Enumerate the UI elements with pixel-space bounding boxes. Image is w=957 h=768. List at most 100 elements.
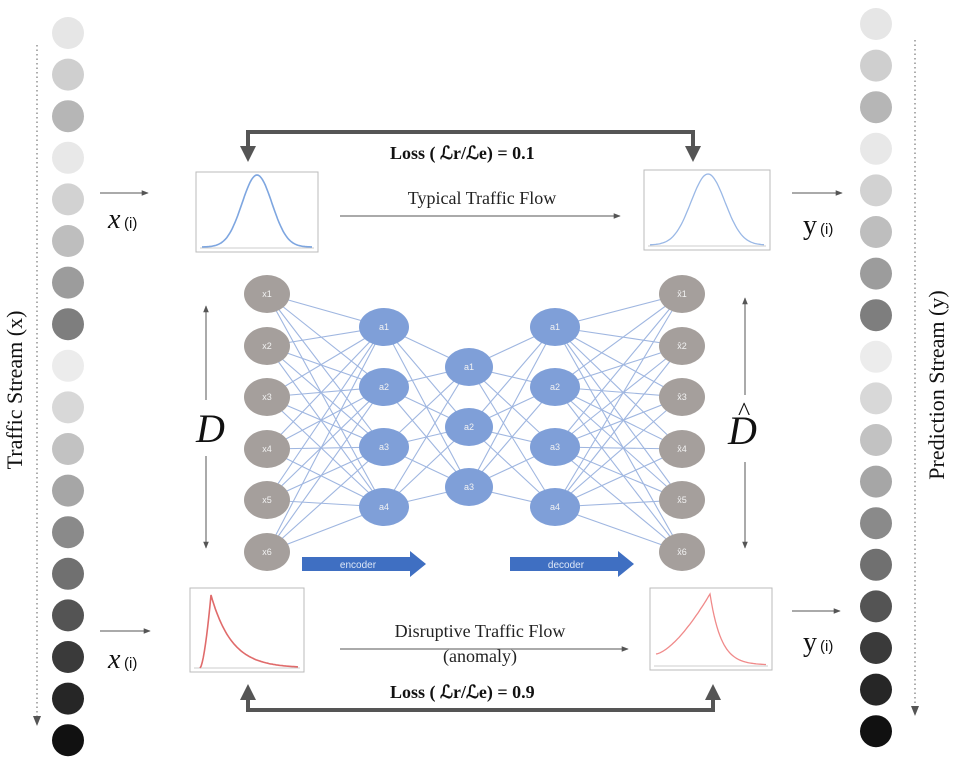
input-node-label-5: x5	[262, 495, 272, 505]
bottom-loss-left-arrowhead	[240, 684, 256, 700]
decoder-hidden-node-label-4: a4	[550, 502, 560, 512]
traffic-stream-circle-15	[52, 599, 84, 632]
svg-text:(i): (i)	[124, 215, 137, 232]
prediction-stream-circle-18	[860, 715, 892, 748]
input-node-4	[244, 430, 290, 468]
output-node-label-5: x̂5	[677, 495, 687, 505]
decoder-hidden-node-label-1: a1	[550, 322, 560, 332]
edge-l0-5-2	[266, 446, 385, 553]
encoder-hidden-node-label-1: a1	[379, 322, 389, 332]
decoder-hidden-node-1	[530, 308, 580, 346]
traffic-stream-circle-12	[52, 474, 84, 507]
input-typical-distribution	[195, 171, 319, 253]
traffic-stream-circle-10	[52, 391, 84, 424]
edge-l0-3-0	[266, 326, 385, 450]
traffic-stream-circle-16	[52, 641, 84, 673]
output-node-5	[659, 481, 705, 519]
prediction-stream-circles	[860, 8, 892, 748]
encoder-hidden-node-1	[359, 308, 409, 346]
svg-text:y: y	[803, 627, 817, 658]
bottleneck-node-label-3: a3	[464, 482, 474, 492]
edge-l0-5-1	[266, 386, 385, 553]
x-top-label: x (i)	[107, 204, 137, 235]
typical-flow-label: Typical Traffic Flow	[408, 188, 556, 208]
output-node-label-2: x̂2	[677, 341, 687, 351]
edge-l3-0-4	[554, 326, 683, 501]
typical-output-curve	[649, 173, 765, 246]
right-stream-label: Prediction Stream (y)	[924, 290, 949, 479]
bottleneck-node-3	[445, 468, 493, 506]
input-node-3	[244, 378, 290, 416]
d-hat-mark: ^	[738, 397, 750, 426]
edge-l3-1-3	[554, 386, 683, 450]
edge-l3-0-3	[554, 326, 683, 450]
traffic-stream-circle-9	[52, 349, 84, 382]
traffic-stream-circles	[52, 17, 84, 757]
prediction-stream-circle-8	[860, 299, 892, 332]
edge-l3-1-4	[554, 386, 683, 501]
traffic-stream-circle-14	[52, 557, 84, 590]
output-node-label-6: x̂6	[677, 547, 687, 557]
output-node-2	[659, 327, 705, 365]
edge-l3-1-5	[554, 386, 683, 553]
encoder-hidden-node-3	[359, 428, 409, 466]
prediction-stream-circle-15	[860, 590, 892, 623]
svg-text:x: x	[107, 204, 121, 235]
edge-l3-0-5	[554, 326, 683, 553]
d-hat-label: D	[727, 408, 757, 453]
svg-text:(i): (i)	[820, 221, 833, 238]
top-loss-left-arrowhead	[240, 146, 256, 162]
d-label: D	[195, 406, 225, 451]
traffic-stream-circle-3	[52, 100, 84, 133]
bottleneck-node-1	[445, 348, 493, 386]
input-node-label-6: x6	[262, 547, 272, 557]
edge-l0-1-3	[266, 345, 385, 508]
traffic-stream-circle-4	[52, 141, 84, 174]
edge-l0-0-2	[266, 293, 385, 448]
edge-l2-2-0	[468, 326, 556, 488]
edge-l0-4-0	[266, 326, 385, 501]
prediction-stream-circle-14	[860, 548, 892, 581]
bottleneck-node-label-1: a1	[464, 362, 474, 372]
encoder-arrow: encoder	[302, 551, 426, 577]
svg-text:y: y	[803, 210, 817, 241]
y-top-label: y (i)	[803, 210, 833, 241]
edge-l0-2-3	[266, 396, 385, 508]
anomaly-output-curve	[655, 592, 766, 666]
y-bottom-label: y (i)	[803, 627, 833, 658]
output-typical-distribution	[643, 169, 771, 251]
prediction-stream-circle-10	[860, 382, 892, 415]
bottom-loss-loop-line	[246, 700, 715, 712]
network-nodes: x1x2x3x4x5x6a1a2a3a4a1a2a3a1a2a3a4x̂1x̂2…	[244, 275, 705, 571]
output-node-label-1: x̂1	[677, 289, 687, 299]
prediction-stream-circle-4	[860, 132, 892, 165]
anomaly-label: (anomaly)	[443, 646, 517, 667]
bottom-loss-text: Loss ( ℒr/ℒe) = 0.9	[390, 682, 535, 703]
input-node-5	[244, 481, 290, 519]
typical-input-curve	[202, 174, 312, 248]
disruptive-flow-label: Disruptive Traffic Flow	[395, 621, 566, 641]
encoder-hidden-node-4	[359, 488, 409, 526]
left-stream-arrowhead	[33, 716, 41, 726]
bottleneck-node-label-2: a2	[464, 422, 474, 432]
prediction-stream-circle-16	[860, 632, 892, 664]
edge-l3-3-0	[554, 293, 683, 508]
prediction-stream-circle-17	[860, 673, 892, 706]
edge-l0-0-3	[266, 293, 385, 508]
decoder-hidden-node-2	[530, 368, 580, 406]
encoder-hidden-node-label-3: a3	[379, 442, 389, 452]
traffic-stream-circle-7	[52, 266, 84, 299]
svg-text:encoder: encoder	[340, 560, 377, 571]
svg-text:x: x	[107, 644, 121, 675]
input-node-label-4: x4	[262, 444, 272, 454]
input-node-label-1: x1	[262, 289, 272, 299]
svg-text:decoder: decoder	[548, 560, 585, 571]
prediction-stream-circle-13	[860, 507, 892, 540]
output-node-label-3: x̂3	[677, 392, 687, 402]
edge-l2-2-1	[468, 386, 556, 488]
edge-l0-5-0	[266, 326, 385, 553]
output-node-label-4: x̂4	[677, 444, 687, 454]
encoder-hidden-node-label-4: a4	[379, 502, 389, 512]
decoder-hidden-node-3	[530, 428, 580, 466]
